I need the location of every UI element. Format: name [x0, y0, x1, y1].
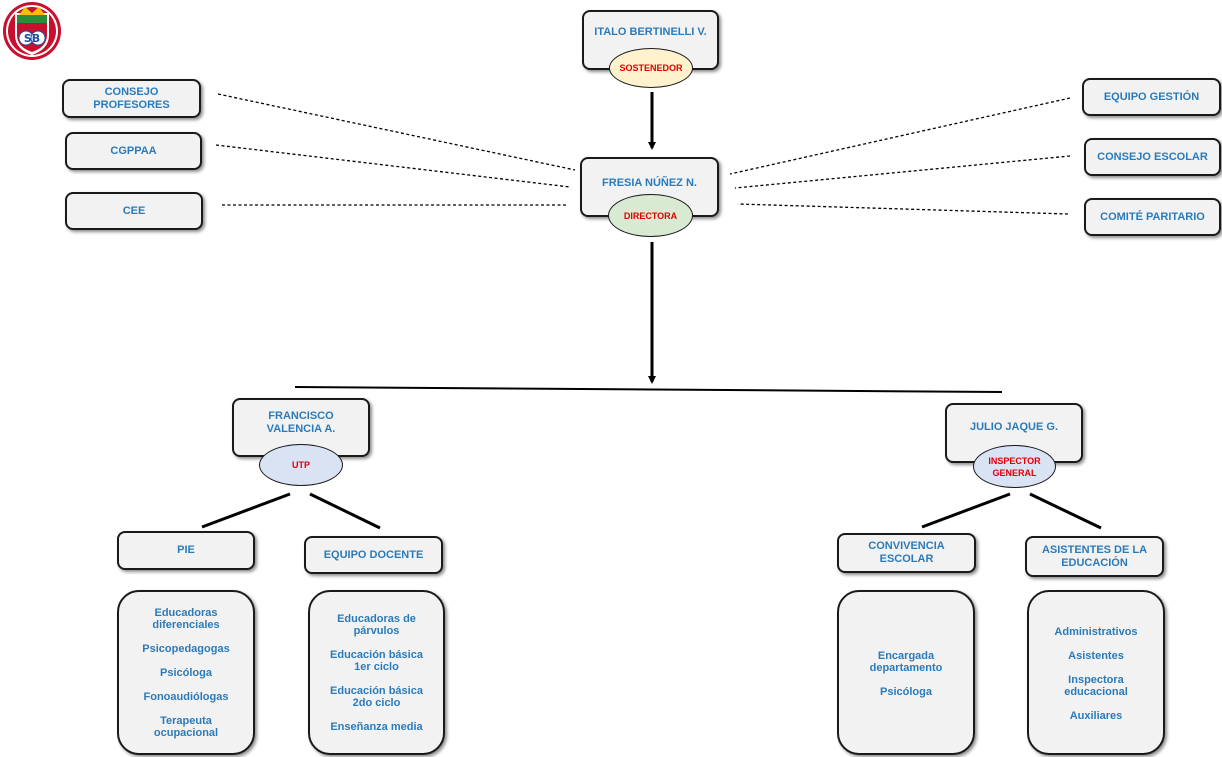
convivencia-escolar-label: CONVIVENCIA ESCOLAR — [868, 540, 945, 565]
branch-line — [294, 386, 1003, 393]
crest-letters: SB — [24, 32, 40, 45]
dashed-link-cgppaa — [215, 144, 571, 188]
list-item: Terapeuta ocupacional — [153, 714, 219, 739]
asistentes-educacion-box: ASISTENTES DE LA EDUCACIÓN — [1025, 536, 1164, 577]
equipo-gestion-box: EQUIPO GESTIÓN — [1082, 78, 1221, 116]
utp-role: UTP — [292, 460, 310, 470]
cee-box: CEE — [65, 192, 203, 230]
directora-name: FRESIA NÚÑEZ N. — [602, 177, 697, 189]
inspector-role: INSPECTOR GENERAL — [988, 455, 1041, 478]
list-item: Enseñanza media — [330, 720, 423, 733]
consejo-escolar-box: CONSEJO ESCOLAR — [1084, 138, 1221, 176]
directora-role-badge: DIRECTORA — [608, 194, 693, 237]
docente-members-list: Educadoras de párvulos Educación básica … — [308, 590, 445, 755]
cgppaa-box: CGPPAA — [65, 132, 202, 170]
list-item: Psicopedagogas — [142, 642, 230, 655]
utp-role-badge: UTP — [259, 444, 343, 486]
equipo-docente-box: EQUIPO DOCENTE — [304, 536, 443, 574]
pie-label: PIE — [177, 544, 195, 556]
equipo-docente-label: EQUIPO DOCENTE — [323, 548, 424, 561]
list-item: Educadoras diferenciales — [152, 606, 220, 631]
list-item: Psicóloga — [880, 686, 932, 698]
list-item: Administrativos — [1054, 626, 1138, 638]
equipo-gestion-label: EQUIPO GESTIÓN — [1103, 90, 1200, 103]
list-item: Inspectora educacional — [1064, 674, 1128, 698]
consejo-profesores-label: CONSEJO PROFESORES — [93, 85, 170, 111]
list-item: Encargada departamento — [869, 650, 943, 674]
link-utp-docente — [309, 492, 381, 530]
dashed-link-equipo-gestion — [729, 97, 1071, 175]
convivencia-members-list: Encargada departamento Psicóloga — [837, 590, 975, 755]
list-item: Fonoaudiólogas — [143, 690, 229, 703]
directora-role: DIRECTORA — [623, 210, 678, 221]
directora-box: FRESIA NÚÑEZ N. — [580, 157, 719, 217]
list-item: Educación básica 1er ciclo — [330, 648, 423, 673]
asistentes-members-list: Administrativos Asistentes Inspectora ed… — [1027, 590, 1165, 755]
list-item: Asistentes — [1068, 650, 1124, 662]
consejo-escolar-label: CONSEJO ESCOLAR — [1097, 150, 1208, 163]
school-crest-icon: SB — [3, 2, 61, 60]
pie-box: PIE — [117, 531, 255, 570]
sostenedor-role: SOSTENEDOR — [619, 63, 683, 73]
consejo-profesores-box: CONSEJO PROFESORES — [62, 79, 201, 118]
comite-paritario-label: COMITÉ PARITARIO — [1100, 210, 1205, 223]
asistentes-educacion-label: ASISTENTES DE LA EDUCACIÓN — [1041, 543, 1148, 569]
list-item: Educadoras de párvulos — [337, 612, 416, 637]
cee-label: CEE — [122, 204, 146, 217]
dashed-link-consejo-profesores — [217, 93, 576, 171]
sostenedor-role-badge: SOSTENEDOR — [609, 48, 693, 88]
convivencia-escolar-box: CONVIVENCIA ESCOLAR — [837, 533, 976, 573]
dashed-link-comite-paritario — [737, 203, 1069, 215]
school-crest-logo: SB — [1, 1, 63, 61]
utp-name: FRANCISCO VALENCIA A. — [266, 410, 336, 435]
comite-paritario-box: COMITÉ PARITARIO — [1084, 198, 1221, 236]
inspector-role-badge: INSPECTOR GENERAL — [973, 445, 1056, 488]
link-utp-pie — [201, 492, 291, 529]
list-item: Educación básica 2do ciclo — [330, 684, 423, 709]
link-inspector-asistentes — [1029, 492, 1102, 530]
link-inspector-convivencia — [921, 492, 1011, 529]
cgppaa-label: CGPPAA — [110, 144, 157, 157]
pie-members-list: Educadoras diferenciales Psicopedagogas … — [117, 590, 255, 755]
dashed-link-consejo-escolar — [734, 155, 1071, 189]
list-item: Auxiliares — [1069, 710, 1123, 722]
sostenedor-name: ITALO BERTINELLI V. — [594, 26, 707, 38]
inspector-name: JULIO JAQUE G. — [969, 421, 1059, 433]
list-item: Psicóloga — [160, 666, 212, 679]
